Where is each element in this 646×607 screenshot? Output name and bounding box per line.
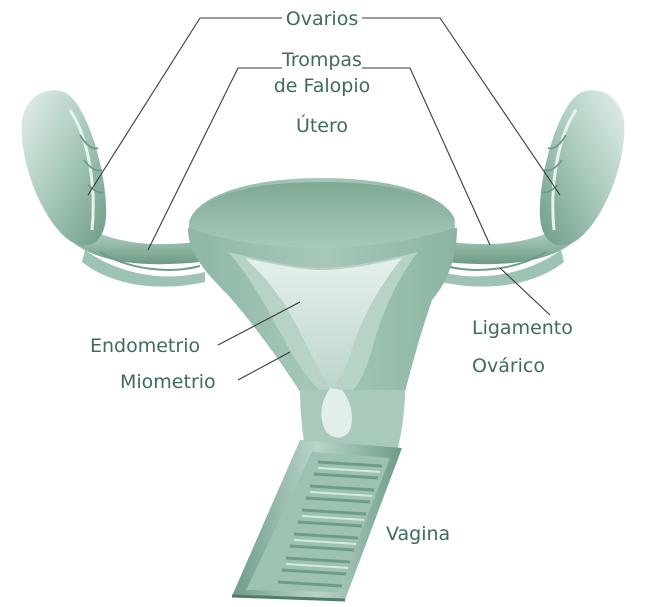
label-ovarico: Ovárico (472, 355, 545, 377)
label-utero: Útero (296, 113, 348, 137)
label-trompas-line2: de Falopio (274, 75, 370, 97)
vagina (232, 440, 402, 600)
label-ligamento: Ligamento (472, 317, 573, 339)
right-ovary (540, 90, 625, 245)
label-trompas-line1: Trompas (281, 49, 362, 71)
label-endometrio: Endometrio (90, 335, 200, 357)
label-miometrio: Miometrio (120, 371, 216, 393)
label-ovarios: Ovarios (286, 8, 358, 30)
cervix (300, 390, 405, 448)
label-vagina: Vagina (386, 523, 450, 545)
uterus (188, 178, 457, 448)
left-ovary (22, 90, 107, 245)
